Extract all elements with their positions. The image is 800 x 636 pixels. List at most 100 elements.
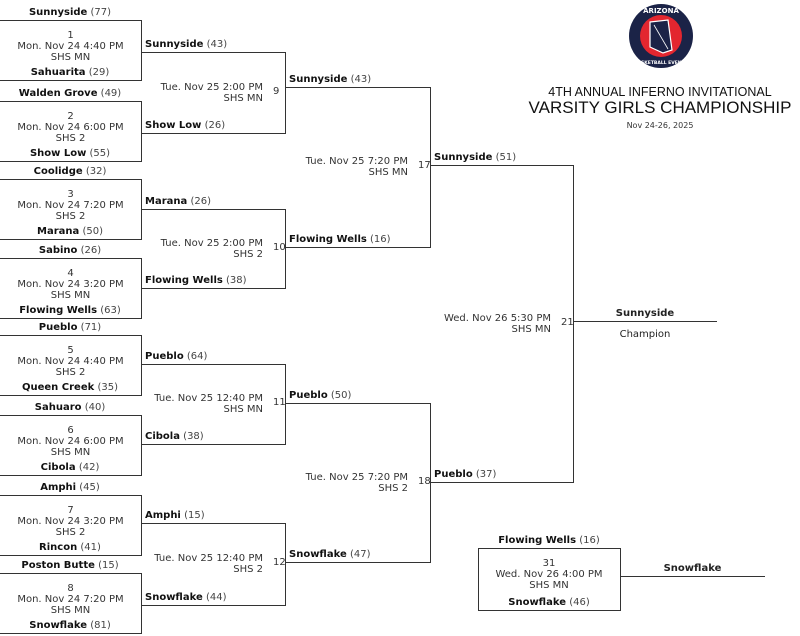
- game-num: 6: [67, 425, 74, 436]
- team-slot-top[interactable]: Amphi (45): [0, 482, 170, 494]
- team-score: (26): [80, 245, 102, 256]
- bracket-line: [285, 364, 286, 445]
- team-slot-top[interactable]: Pueblo (64): [145, 351, 207, 363]
- bracket-line: [285, 87, 430, 88]
- game-date: Wed. Nov 26 5:30 PM: [443, 312, 551, 324]
- team-slot-bottom[interactable]: Sahuarita (29): [0, 67, 170, 79]
- svg-text:BASKETBALL EVENTS: BASKETBALL EVENTS: [634, 60, 688, 66]
- team-name: Show Low: [29, 148, 87, 159]
- team-slot-top[interactable]: Poston Butte (15): [0, 560, 170, 572]
- team-slot-top[interactable]: Sunnyside (43): [145, 39, 227, 51]
- game-number: 17: [418, 160, 431, 171]
- team-slot-bottom[interactable]: Marana (50): [0, 226, 170, 238]
- team-slot-top[interactable]: Sunnyside (51): [434, 152, 516, 164]
- team-slot-top[interactable]: Pueblo (71): [0, 322, 170, 334]
- bracket-line: [141, 573, 142, 634]
- team-slot-bottom[interactable]: Flowing Wells (63): [0, 305, 170, 317]
- game-date: Mon. Nov 24 7:20 PM: [17, 594, 124, 605]
- game-venue: SHS MN: [368, 167, 408, 178]
- team-score: (64): [186, 351, 208, 362]
- team-slot-bottom[interactable]: Flowing Wells (16): [289, 234, 391, 246]
- team-score: (46): [569, 597, 590, 608]
- team-score: (71): [80, 322, 102, 333]
- game-date: Tue. Nov 25 7:20 PM: [305, 156, 408, 167]
- team-slot-bottom[interactable]: Snowflake (47): [289, 549, 370, 561]
- team-slot-top[interactable]: Walden Grove (49): [0, 88, 170, 100]
- game-date: Tue. Nov 25 2:00 PM: [160, 81, 263, 93]
- game-venue: SHS 2: [55, 133, 86, 144]
- bracket-line: [141, 444, 285, 445]
- bracket-line: [285, 247, 430, 248]
- team-slot-top[interactable]: Sabino (26): [0, 245, 170, 257]
- team-slot-bottom[interactable]: Snowflake (46): [449, 597, 649, 609]
- game-venue: SHS 2: [233, 564, 263, 575]
- team-slot-top[interactable]: Amphi (15): [145, 510, 205, 522]
- bracket-line: [141, 52, 285, 53]
- bracket-line: [478, 548, 479, 611]
- team-slot-bottom[interactable]: Show Low (26): [145, 120, 225, 132]
- champion-label: Champion: [619, 329, 671, 340]
- team-slot-top[interactable]: Pueblo (50): [289, 390, 351, 402]
- team-name: Sunnyside: [289, 74, 348, 85]
- team-name: Snowflake: [289, 549, 347, 560]
- bracket-line: [0, 258, 141, 259]
- team-slot-top[interactable]: Sunnyside (43): [289, 74, 371, 86]
- game-number: 9: [273, 85, 280, 97]
- game-num: 31: [542, 558, 556, 569]
- svg-text:ARIZONA: ARIZONA: [643, 7, 679, 15]
- team-slot-bottom[interactable]: Pueblo (37): [434, 469, 496, 481]
- team-score: (42): [78, 462, 100, 473]
- team-slot-bottom[interactable]: Show Low (55): [0, 148, 170, 160]
- bracket-line: [141, 364, 285, 365]
- consolation-winner: Snowflake: [663, 563, 722, 574]
- bracket-line: [430, 87, 431, 248]
- game-date: Wed. Nov 26 4:00 PM: [495, 569, 603, 580]
- team-score: (35): [97, 382, 118, 393]
- team-score: (38): [226, 275, 247, 286]
- bracket-line: [141, 335, 142, 396]
- team-score: (51): [495, 152, 517, 163]
- game-venue: SHS MN: [529, 580, 569, 591]
- team-score: (16): [370, 234, 391, 245]
- team-name: Amphi: [145, 510, 181, 521]
- team-name: Coolidge: [33, 166, 83, 177]
- bracket-line: [0, 415, 141, 416]
- game-venue: SHS MN: [50, 447, 91, 458]
- team-slot-bottom[interactable]: Snowflake (81): [0, 620, 170, 632]
- team-score: (49): [100, 88, 122, 99]
- bracket-line: [285, 52, 286, 134]
- game-num: 1: [67, 30, 74, 41]
- team-slot-bottom[interactable]: Cibola (38): [145, 431, 204, 443]
- team-slot-bottom[interactable]: Queen Creek (35): [0, 382, 170, 394]
- team-slot-bottom[interactable]: Flowing Wells (38): [145, 275, 247, 287]
- team-slot-top[interactable]: Sahuaro (40): [0, 402, 170, 414]
- bracket-line: [0, 20, 141, 21]
- team-slot-bottom[interactable]: Cibola (42): [0, 462, 170, 474]
- team-name: Amphi: [40, 482, 77, 493]
- team-slot-top[interactable]: Marana (26): [145, 196, 211, 208]
- arizona-basketball-events-logo: ARIZONA BASKETBALL EVENTS: [629, 4, 693, 68]
- bracket-line: [573, 321, 717, 322]
- game-date: Mon. Nov 24 7:20 PM: [17, 200, 124, 211]
- team-slot-bottom[interactable]: Snowflake (44): [145, 592, 226, 604]
- team-slot-bottom[interactable]: Rincon (41): [0, 542, 170, 554]
- game-venue: SHS MN: [50, 605, 91, 616]
- team-slot-top[interactable]: Sunnyside (77): [0, 7, 170, 19]
- team-score: (15): [184, 510, 205, 521]
- team-name: Sunnyside: [145, 39, 204, 50]
- bracket-line: [0, 318, 141, 319]
- team-name: Flowing Wells: [498, 535, 577, 546]
- team-name: Sahuarita: [30, 67, 86, 78]
- team-slot-top[interactable]: Flowing Wells (16): [449, 535, 649, 547]
- bracket-line: [478, 610, 620, 611]
- game-number: 11: [273, 397, 286, 408]
- team-slot-top[interactable]: Coolidge (32): [0, 166, 170, 178]
- game-venue: SHS MN: [511, 323, 551, 335]
